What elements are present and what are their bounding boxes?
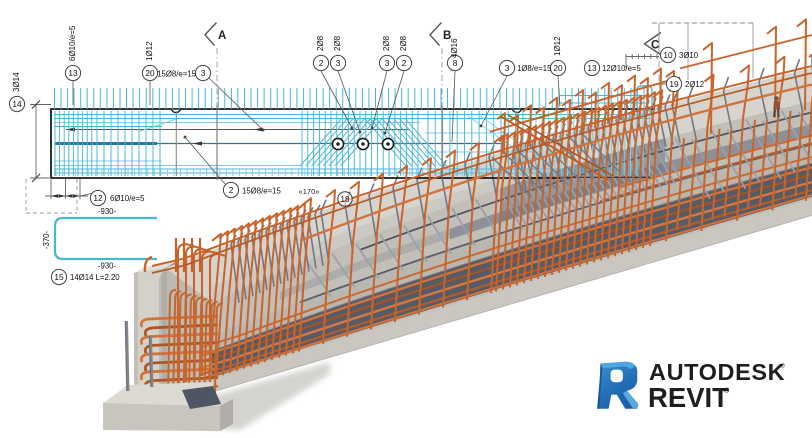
svg-text:6Ø10/e=5: 6Ø10/e=5	[68, 25, 77, 61]
svg-text:«170»: «170»	[299, 187, 320, 196]
svg-text:®: ®	[780, 362, 785, 370]
svg-text:1Ø12: 1Ø12	[145, 41, 154, 61]
svg-text:2Ø8: 2Ø8	[399, 35, 408, 51]
svg-text:3: 3	[201, 68, 206, 78]
svg-text:10: 10	[663, 50, 673, 60]
svg-text:2Ø8: 2Ø8	[382, 35, 391, 51]
svg-text:2: 2	[229, 185, 234, 195]
svg-text:14Ø14 L=2.20: 14Ø14 L=2.20	[70, 273, 120, 282]
svg-text:3: 3	[505, 63, 510, 73]
svg-text:3: 3	[385, 58, 390, 68]
svg-text:20: 20	[145, 68, 155, 78]
svg-text:3Ø10: 3Ø10	[679, 51, 699, 60]
svg-text:®: ®	[724, 387, 730, 395]
svg-text:-930-: -930-	[98, 207, 117, 216]
svg-text:12Ø10/e=5: 12Ø10/e=5	[602, 64, 641, 73]
svg-text:2Ø8: 2Ø8	[316, 35, 325, 51]
svg-text:13: 13	[587, 63, 597, 73]
svg-text:REVIT: REVIT	[648, 382, 729, 413]
svg-text:-370-: -370-	[42, 230, 51, 249]
svg-text:3: 3	[336, 58, 341, 68]
svg-text:3Ø14: 3Ø14	[12, 72, 21, 92]
svg-text:C: C	[651, 40, 659, 52]
svg-text:2: 2	[402, 58, 407, 68]
svg-text:6Ø10/e=5: 6Ø10/e=5	[110, 194, 145, 203]
svg-text:2: 2	[319, 58, 324, 68]
svg-text:4Ø16: 4Ø16	[450, 38, 459, 58]
svg-text:18: 18	[341, 195, 350, 204]
svg-text:14: 14	[12, 99, 22, 109]
svg-text:12: 12	[93, 193, 103, 203]
svg-text:8: 8	[453, 58, 458, 68]
svg-text:2Ø12: 2Ø12	[685, 80, 704, 89]
svg-text:2Ø8: 2Ø8	[333, 35, 342, 51]
svg-text:15Ø8/e=15: 15Ø8/e=15	[242, 187, 281, 196]
svg-text:A: A	[218, 30, 226, 42]
svg-text:-930-: -930-	[98, 262, 117, 271]
svg-text:15: 15	[54, 272, 64, 282]
svg-text:1Ø8/e=15: 1Ø8/e=15	[517, 64, 552, 73]
svg-text:15Ø8/e=15: 15Ø8/e=15	[157, 70, 196, 79]
svg-text:19: 19	[669, 79, 679, 89]
svg-text:20: 20	[553, 63, 563, 73]
svg-text:13: 13	[68, 68, 78, 78]
svg-text:1Ø12: 1Ø12	[553, 36, 562, 56]
